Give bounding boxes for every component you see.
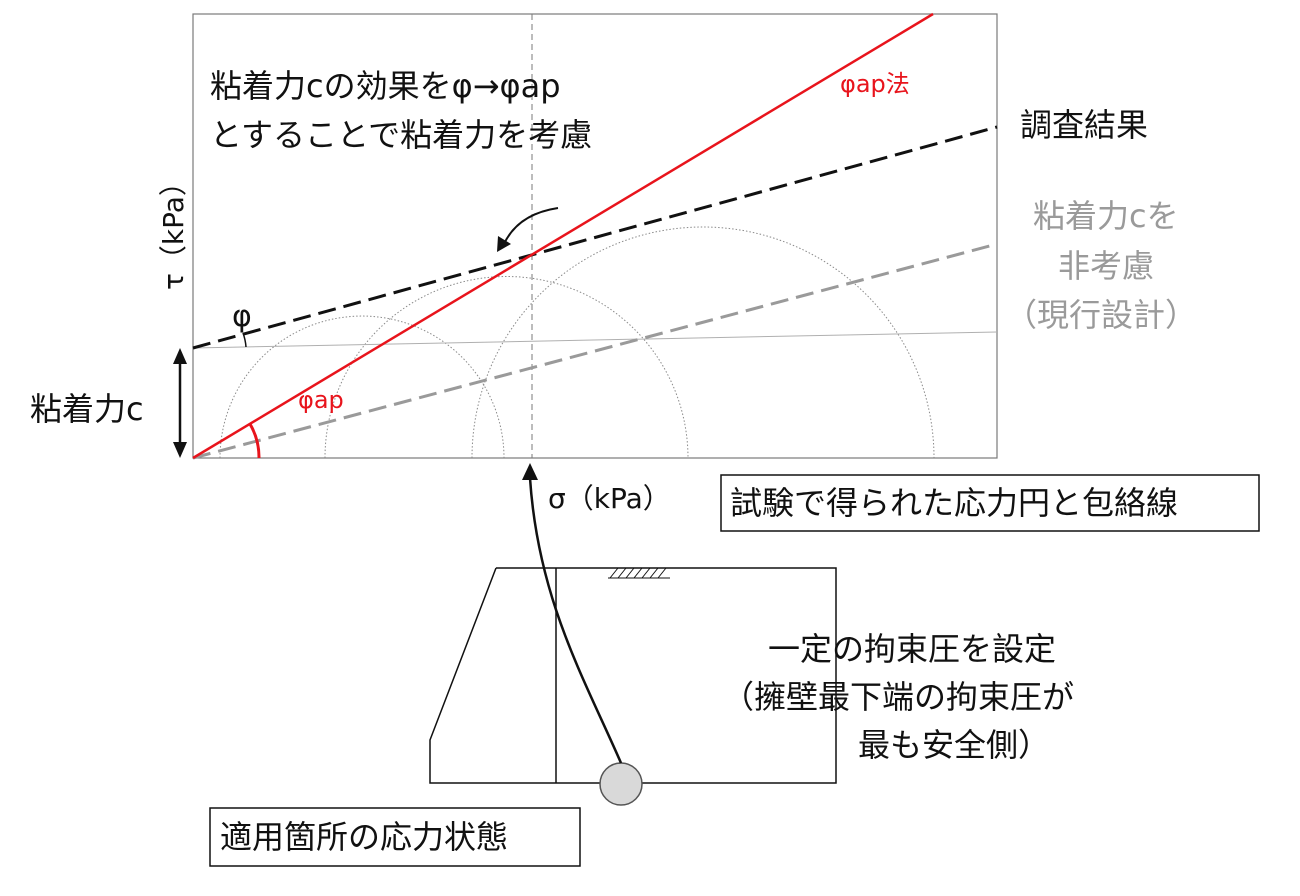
annotation-main-line1: 粘着力cの効果をφ→φap <box>210 67 561 105</box>
survey-result-label: 調査結果 <box>1020 106 1148 144</box>
phi-ap-label: φap <box>298 386 344 414</box>
cohesion-arrow-head-top <box>173 348 187 364</box>
mohr-circles <box>219 226 935 459</box>
stress-transfer-arrow-head <box>522 463 538 480</box>
rotation-arrow <box>503 207 559 245</box>
no-cohesion-label-line3: （現行設計） <box>1005 296 1197 334</box>
mohr-circle-medium <box>324 276 689 459</box>
phi-ap-method-label: φap法 <box>840 70 910 98</box>
tau-axis-label: τ（kPa） <box>157 168 190 290</box>
retaining-wall-section <box>429 567 837 784</box>
plot-frame <box>192 13 998 459</box>
constant-pressure-line1: 一定の拘束圧を設定 <box>768 630 1056 668</box>
constant-pressure-line3: 最も安全側） <box>858 726 1050 764</box>
stress-transfer-arrow <box>528 477 623 764</box>
phi-ap-angle-arc <box>248 423 261 459</box>
wall-outline <box>429 567 837 784</box>
mohr-circle-small <box>219 315 505 459</box>
mohr-circle-large <box>471 226 935 459</box>
phi-label: φ <box>232 299 252 334</box>
no-cohesion-envelope-line <box>192 242 998 460</box>
cohesion-arrow-head-bottom <box>173 442 187 458</box>
no-cohesion-label-line1: 粘着力cを <box>1033 197 1179 235</box>
phi-ap-envelope-line <box>192 12 934 460</box>
phi-reference-line <box>192 331 998 349</box>
test-result-label: 試験で得られた応力円と包絡線 <box>730 484 1178 522</box>
application-box <box>209 807 581 867</box>
test-result-box <box>720 474 1260 532</box>
constant-pressure-line2: （擁壁最下端の拘束圧が <box>722 678 1074 716</box>
application-label: 適用箇所の応力状態 <box>220 818 508 856</box>
rotation-arrow-head <box>497 236 511 252</box>
no-cohesion-label-line2: 非考慮 <box>1058 247 1154 285</box>
cohesion-label: 粘着力c <box>30 390 144 428</box>
stress-point-circle <box>599 762 643 806</box>
annotation-main-line2: とすることで粘着力を考慮 <box>210 116 592 154</box>
sigma-axis-label: σ（kPa） <box>548 482 671 515</box>
survey-result-envelope-line <box>192 125 998 350</box>
ground-hatch-icon <box>608 567 670 579</box>
phi-angle-arc <box>242 332 247 348</box>
